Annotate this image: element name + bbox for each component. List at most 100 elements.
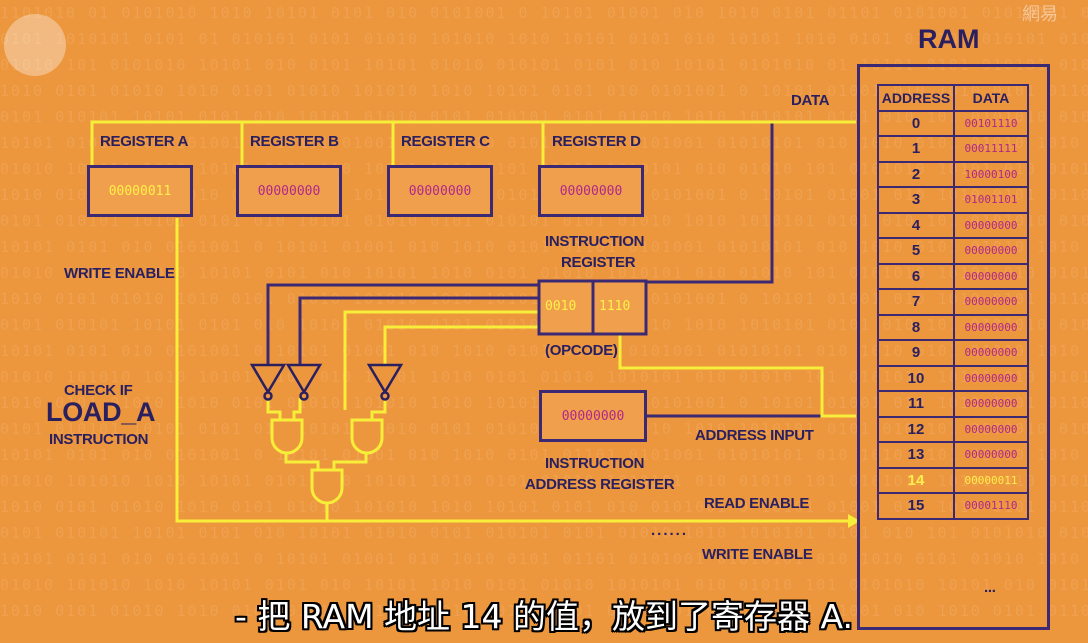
opcode-wire-1 (266, 283, 539, 365)
ram-data-cell: 00000000 (953, 211, 1029, 239)
register-a-label: REGISTER A (100, 133, 189, 150)
ram-data-cell: 10000100 (953, 160, 1029, 188)
ram-data-cell: 00000000 (953, 288, 1029, 316)
register-a-value: 00000011 (87, 165, 193, 217)
instruction-label: INSTRUCTION (49, 431, 149, 448)
ram-data-cell: 00000000 (953, 313, 1029, 341)
gate-wire-5 (332, 452, 368, 470)
ram-address-cell: 3 (877, 186, 955, 214)
ram-data-cell: 00101110 (953, 109, 1029, 137)
ram-data-cell: 00000000 (953, 441, 1029, 469)
inverter-3-bubble (380, 391, 390, 401)
dots-label: ...... (651, 522, 689, 539)
ram-data-cell: 01001101 (953, 186, 1029, 214)
inverter-1 (249, 363, 287, 395)
bus-to-reg-a (90, 120, 856, 165)
ram-address-cell: 7 (877, 288, 955, 316)
pbs-logo (4, 14, 66, 76)
and-gate-2 (350, 418, 384, 455)
read-enable-arrow (848, 514, 860, 528)
ram-address-cell: 4 (877, 211, 955, 239)
ram-address-cell: 2 (877, 160, 955, 188)
operand-address-wire (618, 334, 856, 418)
ram-address-cell: 10 (877, 364, 955, 392)
inverter-1-bubble (263, 391, 273, 401)
inverter-2-bubble (299, 391, 309, 401)
data-wire-ir (646, 122, 774, 284)
register-b-value: 00000000 (236, 165, 342, 217)
register-c-value: 00000000 (387, 165, 493, 217)
load-a-label: LOAD_A (46, 397, 156, 427)
gate-wire-3 (370, 398, 387, 420)
opcode-wire-2 (298, 296, 539, 365)
ram-data-cell: 00000000 (953, 237, 1029, 265)
ram-data-cell: 00000000 (953, 339, 1029, 367)
data-label: DATA (791, 92, 830, 109)
ram-data-cell: 00000011 (953, 466, 1029, 494)
iar-label-2: ADDRESS REGISTER (525, 476, 675, 493)
read-enable-label: READ ENABLE (704, 495, 810, 512)
ir-opcode: 0010 (545, 299, 577, 314)
ram-address-cell: 6 (877, 262, 955, 290)
inverter-3 (366, 363, 404, 395)
and-gate-3 (310, 468, 344, 505)
ram-title: RAM (918, 24, 980, 54)
ram-ellipsis: ... (984, 579, 996, 596)
ram-frame (857, 64, 1050, 630)
ram-data-cell: 00011111 (953, 135, 1029, 163)
iar-label-1: INSTRUCTION (545, 455, 645, 472)
ir-label-1: INSTRUCTION (545, 233, 645, 250)
ram-address-cell: 15 (877, 492, 955, 520)
ram-data-cell: 00000000 (953, 390, 1029, 418)
ram-data-cell: 00000000 (953, 262, 1029, 290)
ram-col-data: DATA (953, 84, 1029, 112)
ram-data-cell: 00000000 (953, 364, 1029, 392)
ram-address-cell: 5 (877, 237, 955, 265)
ir-label-2: REGISTER (561, 254, 636, 271)
iar-value: 00000000 (539, 390, 647, 442)
ram-address-cell: 9 (877, 339, 955, 367)
watermark: 網易 (1022, 4, 1058, 25)
and-gate-1 (270, 418, 304, 455)
ram-col-address: ADDRESS (877, 84, 955, 112)
subtitle: - 把 RAM 地址 14 的值，放到了寄存器 A. (235, 597, 853, 636)
opcode-wire-4 (383, 325, 539, 365)
ir-operand: 1110 (599, 299, 631, 314)
check-if-label: CHECK IF (64, 382, 133, 399)
inverter-2 (285, 363, 323, 395)
read-enable-wire (175, 218, 848, 523)
gate-wire-1 (266, 398, 282, 420)
ram-address-cell: 11 (877, 390, 955, 418)
ram-header-row: ADDRESS DATA (877, 84, 1029, 112)
gate-wire-4 (284, 452, 320, 470)
write-enable-left-label: WRITE ENABLE (64, 265, 175, 282)
ram-address-cell: 13 (877, 441, 955, 469)
gate-wire-2 (292, 398, 302, 420)
opcode-wire-3 (343, 310, 539, 410)
register-b-label: REGISTER B (250, 133, 339, 150)
ram-address-cell: 1 (877, 135, 955, 163)
ram-address-cell: 0 (877, 109, 955, 137)
ram-address-cell: 8 (877, 313, 955, 341)
register-c-label: REGISTER C (401, 133, 490, 150)
write-enable-bottom-label: WRITE ENABLE (702, 546, 813, 563)
ram-data-cell: 00001110 (953, 492, 1029, 520)
